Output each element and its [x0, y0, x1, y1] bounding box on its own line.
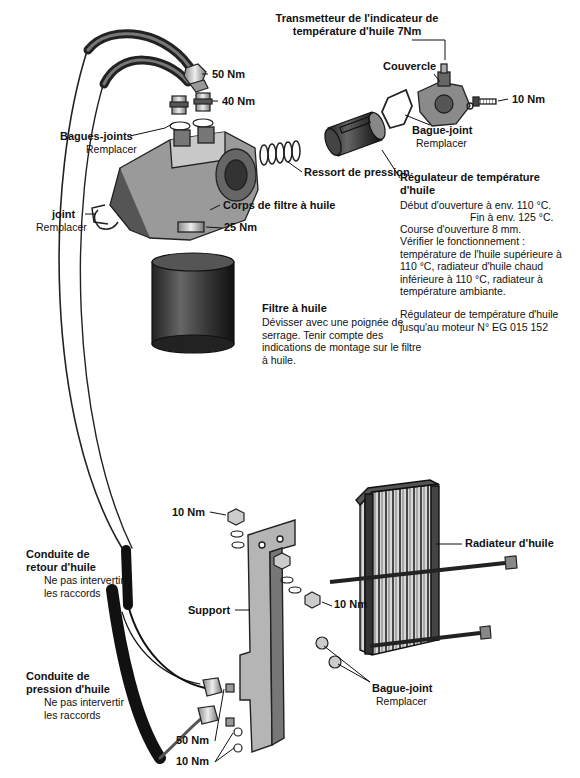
part-label: Filtre à huile: [262, 302, 327, 315]
note-text: Remplacer: [376, 695, 427, 708]
note-text: Dévisser avec une poignée de serrage. Te…: [262, 316, 422, 366]
note-text: Remplacer: [86, 143, 137, 156]
part-label: Bague-joint: [412, 124, 473, 137]
torque-value: 10 Nm: [334, 598, 367, 611]
part-label: Corps de filtre à huile: [223, 199, 335, 212]
part-label: Couvercle: [383, 60, 436, 73]
torque-value: 10 Nm: [176, 755, 209, 768]
torque-value: 40 Nm: [222, 95, 255, 108]
note-text: Régulateur de température d'huile jusqu'…: [400, 308, 568, 333]
part-label: Radiateur d'huile: [465, 537, 554, 550]
note-text: Course d'ouverture 8 mm.: [400, 223, 521, 236]
torque-value: 50 Nm: [212, 68, 245, 81]
note-text: Ne pas intervertir les raccords: [44, 574, 124, 599]
part-label: Conduite de pression d'huile: [26, 670, 120, 696]
part-label: Transmetteur de l'indicateur de températ…: [262, 12, 452, 38]
part-label: Conduite de retour d'huile: [26, 548, 120, 574]
part-label: Bague-joint: [372, 682, 433, 695]
note-text: Remplacer: [416, 137, 467, 150]
torque-value: 50 Nm: [176, 734, 209, 747]
part-label: Ressort de pression: [304, 166, 410, 179]
note-text: Ne pas intervertir les raccords: [44, 696, 124, 721]
note-text: Vérifier le fonctionnement : température…: [400, 235, 572, 298]
note-text: Remplacer: [36, 221, 87, 234]
part-label: joint: [52, 208, 75, 221]
part-label: Support: [188, 604, 230, 617]
part-label: Régulateur de température d'huile: [400, 171, 550, 197]
torque-value: 10 Nm: [172, 506, 205, 519]
part-label: Bagues-joints: [60, 130, 133, 143]
torque-value: 10 Nm: [512, 93, 545, 106]
torque-value: 25 Nm: [224, 221, 257, 234]
note-text: Début d'ouverture à env. 110 °C.: [400, 199, 551, 212]
note-text: Fin à env. 125 °C.: [470, 211, 553, 224]
